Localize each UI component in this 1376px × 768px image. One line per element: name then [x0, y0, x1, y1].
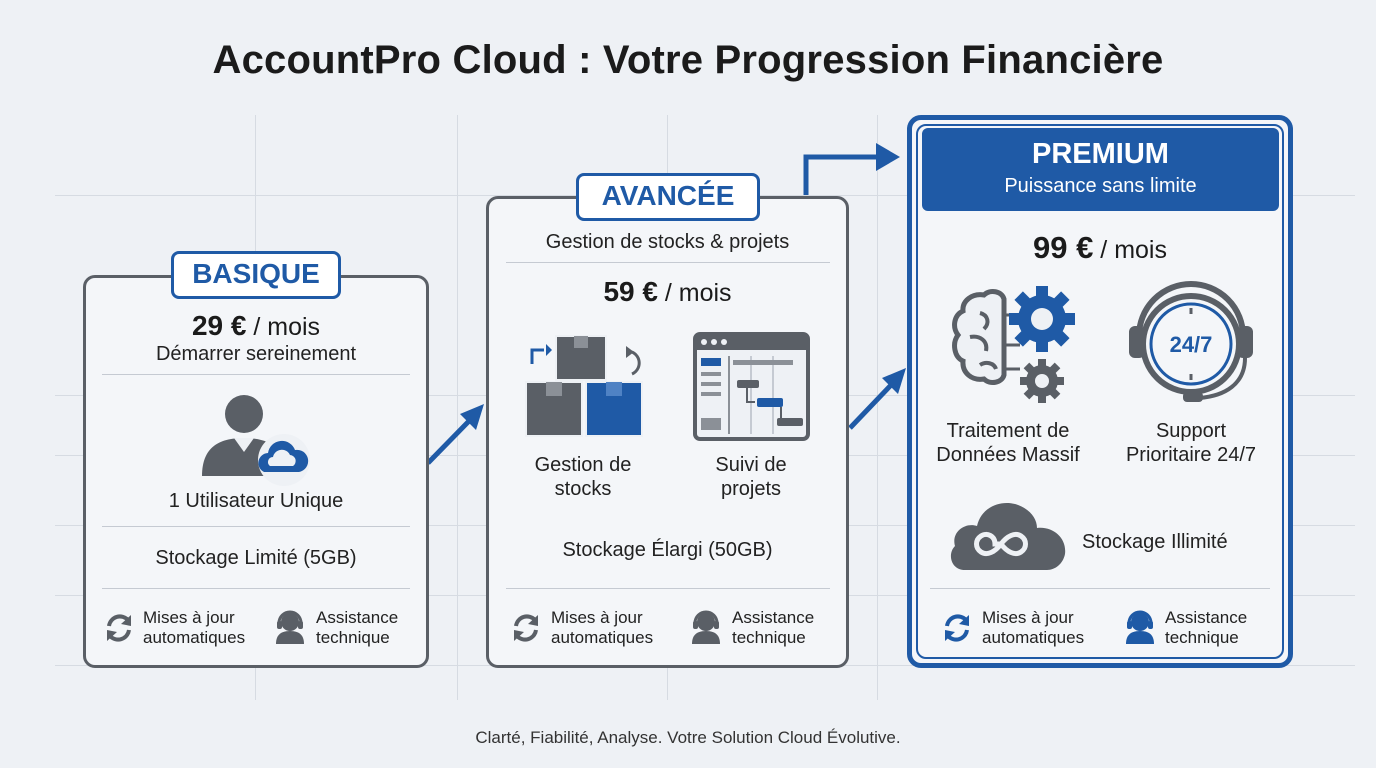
- feature-data-processing: Traitement de Données Massif: [923, 419, 1093, 467]
- divider: [506, 262, 830, 263]
- headset-icon: [276, 610, 304, 644]
- feature-projects: Suivi de projets: [681, 453, 821, 501]
- plan-badge-premium: PREMIUM: [1032, 138, 1169, 170]
- support-line: Assistance: [1165, 608, 1248, 627]
- headset-icon: [1126, 610, 1154, 644]
- refresh-icon: [514, 614, 538, 642]
- price-amount: 99 €: [1033, 230, 1094, 265]
- refresh-icon: [107, 614, 131, 642]
- feature-storage: Stockage Limité (5GB): [155, 547, 357, 569]
- feature-line: stocks: [554, 478, 612, 500]
- support-line: technique: [316, 628, 390, 647]
- user-cloud-icon: [202, 395, 310, 486]
- price-amount: 29 €: [191, 310, 247, 341]
- price-unit: / mois: [1093, 236, 1167, 264]
- updates-line: automatiques: [982, 628, 1085, 647]
- feature-users: 1 Utilisateur Unique: [168, 490, 344, 512]
- grid-line: [877, 115, 878, 700]
- feature-stock: Gestion de stocks: [513, 453, 653, 501]
- refresh-icon: [945, 614, 969, 642]
- feature-line: Données Massif: [936, 444, 1080, 466]
- plan-price: 99 € / mois: [911, 230, 1289, 266]
- divider: [506, 588, 830, 589]
- gantt-window-icon: [693, 332, 810, 441]
- price-unit: / mois: [657, 279, 732, 307]
- feature-line: Gestion de: [534, 454, 632, 476]
- feature-storage: Stockage Élargi (50GB): [562, 539, 773, 561]
- updates-line: automatiques: [143, 628, 246, 647]
- headset-icon: [692, 610, 720, 644]
- feature-line: projets: [720, 478, 782, 500]
- updates-label: Mises à jour automatiques: [982, 608, 1084, 648]
- price-amount: 59 €: [603, 276, 658, 307]
- support-line: Assistance: [732, 608, 815, 627]
- brain-gears-icon: [952, 286, 1075, 403]
- footer-tagline: Clarté, Fiabilité, Analyse. Votre Soluti…: [475, 728, 901, 747]
- divider: [930, 588, 1270, 589]
- updates-line: Mises à jour: [551, 608, 643, 627]
- support-line: technique: [732, 628, 806, 647]
- plan-header-premium: PREMIUM Puissance sans limite: [922, 128, 1279, 211]
- feature-storage: Stockage Illimité: [1082, 531, 1228, 553]
- feature-priority-support: Support Prioritaire 24/7: [1106, 419, 1276, 467]
- feature-line: Support: [1155, 420, 1227, 442]
- plan-tagline: Démarrer sereinement: [155, 343, 357, 365]
- clock-label: 24/7: [1170, 332, 1213, 357]
- support-247-icon: 24/7: [1129, 281, 1253, 402]
- support-line: Assistance: [316, 608, 399, 627]
- boxes-icon: [525, 335, 643, 437]
- updates-line: Mises à jour: [982, 608, 1074, 627]
- support-label: Assistance technique: [732, 608, 814, 648]
- support-line: technique: [1165, 628, 1239, 647]
- grid-line: [457, 115, 458, 700]
- divider: [102, 526, 410, 527]
- support-label: Assistance technique: [1165, 608, 1247, 648]
- feature-line: Suivi de: [715, 454, 787, 476]
- plan-price: 29 € / mois: [83, 310, 429, 342]
- price-unit: / mois: [246, 313, 321, 341]
- plan-badge-avancee: AVANCÉE: [576, 173, 760, 221]
- plan-subtitle: Puissance sans limite: [1004, 175, 1197, 197]
- divider: [102, 374, 410, 375]
- updates-label: Mises à jour automatiques: [551, 608, 653, 648]
- plan-card-premium-inner: [916, 124, 1284, 659]
- updates-line: automatiques: [551, 628, 654, 647]
- plan-price: 59 € / mois: [486, 276, 849, 308]
- updates-line: Mises à jour: [143, 608, 235, 627]
- support-label: Assistance technique: [316, 608, 398, 648]
- feature-line: Traitement de: [946, 420, 1070, 442]
- plan-badge-basique: BASIQUE: [171, 251, 341, 299]
- divider: [102, 588, 410, 589]
- page-title: AccountPro Cloud : Votre Progression Fin…: [212, 38, 1164, 82]
- updates-label: Mises à jour automatiques: [143, 608, 245, 648]
- plan-subtitle: Gestion de stocks & projets: [545, 231, 790, 253]
- feature-line: Prioritaire 24/7: [1125, 444, 1257, 466]
- cloud-infinity-icon: [950, 502, 1066, 570]
